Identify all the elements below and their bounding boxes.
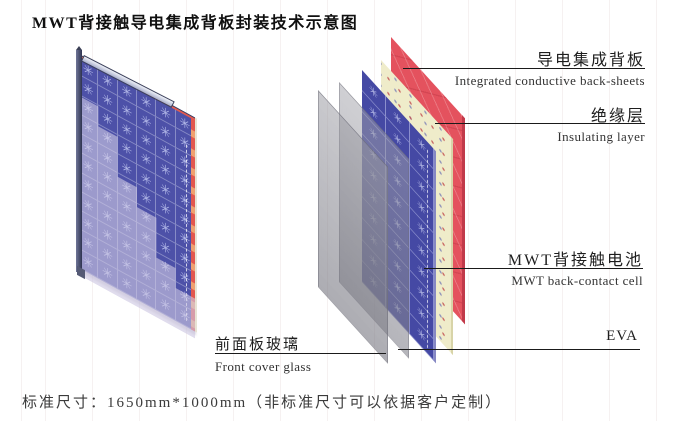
label-insulating: 绝缘层 Insulating layer <box>557 102 645 145</box>
module-frame-rail <box>76 46 82 272</box>
label-cell-en: MWT back-contact cell <box>511 273 643 288</box>
leader-line-front-glass <box>215 353 386 354</box>
diagram-title: MWT背接触导电集成背板封装技术示意图 <box>32 15 359 32</box>
leader-line-insulating <box>435 123 645 124</box>
standard-size-note: 标准尺寸：1650mm*1000mm（非标准尺寸可以依据客户定制） <box>22 395 503 411</box>
label-cell-zh: MWT背接触电池 <box>507 252 643 269</box>
assembled-module: ✳✳✳✳✳✳✳✳✳✳✳✳✳✳✳✳✳✳✳✳✳✳✳✳✳✳✳✳✳✳✳✳✳✳✳✳✳✳✳✳… <box>79 54 195 332</box>
label-insulating-en: Insulating layer <box>557 129 645 144</box>
label-front-glass-zh: 前面板玻璃 <box>215 337 301 353</box>
leader-line-backsheet <box>403 68 645 69</box>
label-cell: MWT背接触电池 MWT back-contact cell <box>508 246 643 289</box>
leader-line-eva <box>398 349 640 350</box>
label-eva-text: EVA <box>606 328 638 344</box>
leader-line-cell <box>424 268 643 269</box>
label-backsheet-zh: 导电集成背板 <box>536 52 645 69</box>
exploded-cell-busbar <box>427 149 428 349</box>
label-insulating-zh: 绝缘层 <box>590 108 645 125</box>
label-backsheet: 导电集成背板 Integrated conductive back-sheets <box>455 46 645 89</box>
label-front-glass-en: Front cover glass <box>215 359 312 374</box>
label-backsheet-en: Integrated conductive back-sheets <box>454 73 645 88</box>
label-front-glass: 前面板玻璃 Front cover glass <box>215 333 311 375</box>
label-eva: EVA <box>606 328 638 345</box>
